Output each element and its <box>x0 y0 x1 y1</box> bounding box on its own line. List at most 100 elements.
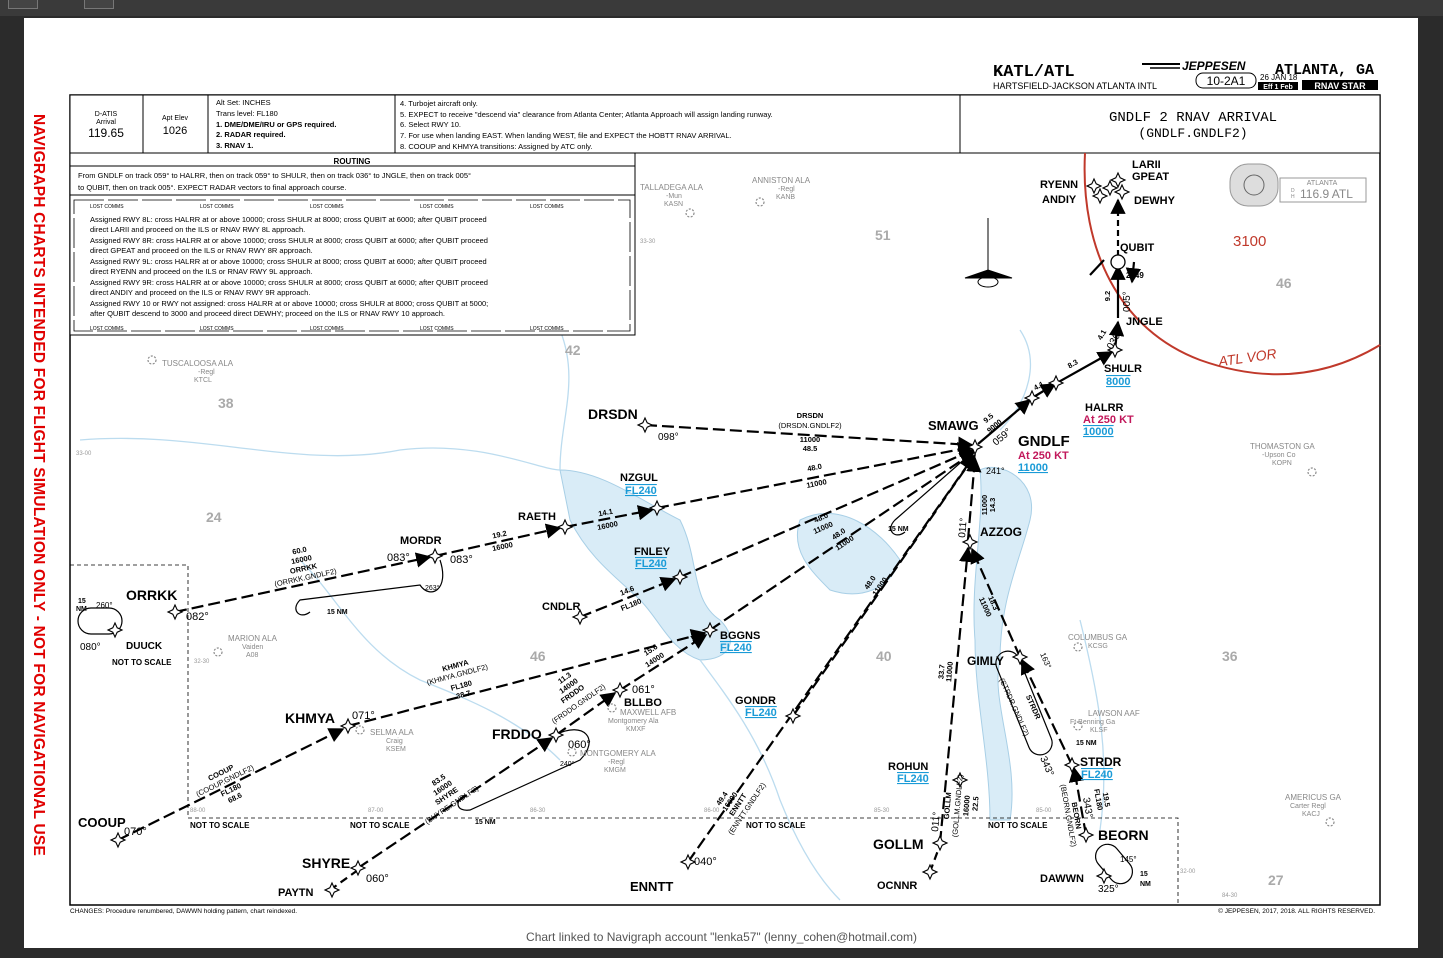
svg-text:163°: 163° <box>1038 651 1053 670</box>
waypoint-cooup[interactable]: COOUP <box>78 815 126 830</box>
waypoint-symbol-paytn[interactable] <box>323 881 341 899</box>
waypoint-symbol-dawwn[interactable] <box>1095 867 1113 885</box>
svg-text:NOT TO SCALE: NOT TO SCALE <box>112 658 172 667</box>
waypoint-rohun[interactable]: ROHUN <box>888 761 928 773</box>
svg-text:H: H <box>1291 194 1295 200</box>
svg-text:32-30: 32-30 <box>194 659 210 665</box>
waypoint-symbol-enntt[interactable] <box>679 853 697 871</box>
waypoint-ocnnr[interactable]: OCNNR <box>877 880 917 892</box>
svg-text:Apt Elev: Apt Elev <box>162 115 189 122</box>
waypoint-larii[interactable]: LARII <box>1132 159 1161 171</box>
waypoint-symbol-strdr[interactable] <box>1063 756 1081 774</box>
toolbar-button[interactable] <box>84 0 114 9</box>
svg-text:14.3: 14.3 <box>988 498 997 513</box>
waypoint-nzgul[interactable]: NZGUL <box>620 472 658 484</box>
waypoint-frddo[interactable]: FRDDO <box>492 726 542 742</box>
waypoint-symbol-andiy[interactable] <box>1091 187 1109 205</box>
waypoint-smawg[interactable]: SMAWG <box>928 418 979 433</box>
waypoint-symbol-gimly[interactable] <box>1011 648 1029 666</box>
waypoint-symbol-raeth[interactable] <box>556 518 574 536</box>
waypoint-symbol-orrkk[interactable] <box>166 603 184 621</box>
waypoint-symbol-shyre[interactable] <box>349 859 367 877</box>
waypoint-bggns[interactable]: BGGNS <box>720 630 760 642</box>
waypoint-strdr[interactable]: STRDR <box>1080 755 1122 769</box>
waypoint-mordr[interactable]: MORDR <box>400 535 442 547</box>
waypoint-symbol-cndlr[interactable] <box>571 608 589 626</box>
svg-text:19.2: 19.2 <box>491 529 507 541</box>
waypoint-symbol-jngle[interactable] <box>1106 341 1124 359</box>
waypoint-gpeat[interactable]: GPEAT <box>1132 171 1169 183</box>
waypoint-symbol-gndlf[interactable] <box>966 438 984 456</box>
airport-name: HARTSFIELD-JACKSON ATLANTA INTL <box>993 81 1157 91</box>
waypoint-symbol-azzog[interactable] <box>961 533 979 551</box>
waypoint-symbol-frddo[interactable] <box>547 726 565 744</box>
waypoint-shyre[interactable]: SHYRE <box>302 855 350 871</box>
waypoint-symbol-duuck[interactable] <box>106 621 124 639</box>
waypoint-symbol-gollm[interactable] <box>931 834 949 852</box>
vor-frequency: 116.9 ATL <box>1300 187 1353 201</box>
toolbar-button[interactable] <box>8 0 38 9</box>
waypoint-symbol-beorn[interactable] <box>1077 826 1095 844</box>
waypoint-symbol-ryenn[interactable] <box>1085 177 1103 195</box>
waypoint-symbol-qubit[interactable] <box>1110 254 1126 270</box>
waypoint-khmya[interactable]: KHMYA <box>285 710 335 726</box>
waypoint-symbol-khmya[interactable] <box>339 717 357 735</box>
waypoint-symbol-ocnnr[interactable] <box>921 863 939 881</box>
waypoint-jngle[interactable]: JNGLE <box>1126 316 1163 328</box>
svg-text:24: 24 <box>206 509 222 525</box>
waypoint-bllbo[interactable]: BLLBO <box>624 697 662 709</box>
svg-text:16000: 16000 <box>961 795 972 817</box>
waypoint-duuck[interactable]: DUUCK <box>126 641 163 652</box>
waypoint-enntt[interactable]: ENNTT <box>630 879 673 894</box>
waypoint-gollm[interactable]: GOLLM <box>873 836 924 852</box>
waypoint-symbol-dewhy[interactable] <box>1113 183 1131 201</box>
waypoint-symbol-gpeat[interactable] <box>1101 179 1119 197</box>
waypoint-symbol-gondr[interactable] <box>784 707 802 725</box>
waypoint-beorn[interactable]: BEORN <box>1098 827 1149 843</box>
waypoint-orrkk[interactable]: ORRKK <box>126 587 177 603</box>
waypoint-gimly[interactable]: GIMLY <box>967 654 1004 668</box>
waypoint-qubit[interactable]: QUBIT <box>1120 242 1155 254</box>
waypoint-symbol-halrr[interactable] <box>1023 389 1041 407</box>
waypoint-symbol-shulr[interactable] <box>1047 374 1065 392</box>
svg-text:THOMASTON GA: THOMASTON GA <box>1250 442 1315 451</box>
waypoint-symbol-larii[interactable] <box>1109 171 1127 189</box>
waypoint-symbol-nzgul[interactable] <box>648 499 666 517</box>
svg-text:-Regl: -Regl <box>198 369 215 376</box>
waypoint-azzog[interactable]: AZZOG <box>980 525 1022 539</box>
waypoint-gndlf[interactable]: GNDLF <box>1018 433 1070 450</box>
waypoint-halrr[interactable]: HALRR <box>1085 402 1124 414</box>
waypoint-drsdn[interactable]: DRSDN <box>588 406 638 422</box>
svg-text:060°: 060° <box>568 739 591 751</box>
waypoint-dawwn[interactable]: DAWWN <box>1040 873 1084 885</box>
svg-text:11000: 11000 <box>806 477 828 490</box>
waypoint-symbol-drsdn[interactable] <box>636 416 654 434</box>
waypoint-dewhy[interactable]: DEWHY <box>1134 195 1176 207</box>
waypoint-andiy[interactable]: ANDIY <box>1042 194 1077 206</box>
waypoint-cndlr[interactable]: CNDLR <box>542 601 581 613</box>
msa-altitude: 3100 <box>1233 233 1266 250</box>
navigraph-account-note: Chart linked to Navigraph account "lenka… <box>526 930 917 944</box>
gondr-altitude: FL240 <box>745 707 777 719</box>
waypoint-fnley[interactable]: FNLEY <box>634 546 671 558</box>
waypoint-symbol-bggns[interactable] <box>701 621 719 639</box>
waypoint-symbol-fnley[interactable] <box>671 568 689 586</box>
waypoint-raeth[interactable]: RAETH <box>518 511 556 523</box>
svg-text:19.5: 19.5 <box>1101 792 1112 808</box>
waypoint-symbol-bllbo[interactable] <box>611 681 629 699</box>
waypoint-symbol-mordr[interactable] <box>426 547 444 565</box>
svg-text:TUSCALOOSA ALA: TUSCALOOSA ALA <box>162 359 234 368</box>
svg-text:-Regl: -Regl <box>778 186 795 193</box>
svg-text:LOST COMMS: LOST COMMS <box>310 326 344 332</box>
waypoint-gondr[interactable]: GONDR <box>735 695 776 707</box>
waypoint-symbol-cooup[interactable] <box>109 831 127 849</box>
airport-symbol-columbus <box>1073 642 1083 652</box>
waypoint-paytn[interactable]: PAYTN <box>278 887 314 899</box>
waypoint-ryenn[interactable]: RYENN <box>1040 179 1078 191</box>
bggns-altitude: FL240 <box>720 642 752 654</box>
viewer-statusbar <box>0 948 1443 958</box>
waypoint-shulr[interactable]: SHULR <box>1104 363 1142 375</box>
waypoint-symbol-rohun[interactable] <box>951 771 969 789</box>
svg-text:Assigned RWY 9L: cross HALRR a: Assigned RWY 9L: cross HALRR at or above… <box>90 257 487 266</box>
